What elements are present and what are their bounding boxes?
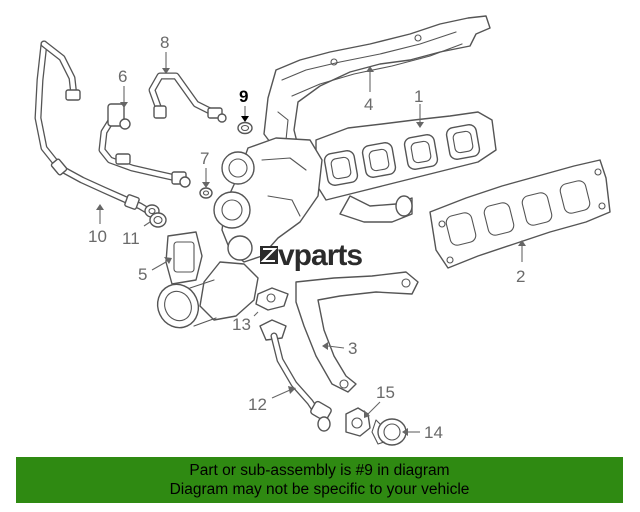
callout-5[interactable]: 5	[138, 265, 147, 284]
callout-2[interactable]: 2	[516, 267, 525, 286]
callout-1[interactable]: 1	[414, 87, 423, 106]
part-1-exhaust-manifold	[315, 111, 497, 223]
watermark-text: vparts	[278, 239, 362, 272]
turbocharger-body	[156, 137, 323, 329]
part-2-manifold-gasket	[429, 159, 611, 269]
callout-7[interactable]: 7	[200, 149, 209, 168]
callout-4[interactable]: 4	[364, 95, 373, 114]
part-7-washer	[199, 187, 213, 199]
callout-labels: 1 2 3 4 5 6 7 8 9 10 11 12 13 14 15	[88, 33, 525, 442]
part-6-tube-with-bracket	[98, 103, 191, 188]
leader-lines	[96, 52, 526, 436]
banner-line-disclaimer: Diagram may not be specific to your vehi…	[169, 481, 470, 498]
part-12-return-pipe	[259, 319, 332, 432]
part-4-heat-shield	[263, 15, 491, 151]
banner-line-part: Part or sub-assembly is #9 in diagram	[189, 462, 450, 479]
part-14-sleeve	[371, 418, 407, 446]
callout-12[interactable]: 12	[248, 395, 267, 414]
callout-13[interactable]: 13	[232, 315, 251, 334]
callout-8[interactable]: 8	[160, 33, 169, 52]
part-15-clamp	[345, 407, 371, 437]
part-9-washer	[237, 121, 253, 135]
callout-14[interactable]: 14	[424, 423, 443, 442]
part-8-oil-line	[148, 72, 227, 123]
part-11-seal-ring	[149, 212, 167, 228]
watermark-logo: vparts	[260, 239, 363, 272]
callout-9-highlighted[interactable]: 9	[239, 87, 248, 106]
callout-6[interactable]: 6	[118, 67, 127, 86]
info-banner: Part or sub-assembly is #9 in diagram Di…	[16, 457, 623, 503]
callout-10[interactable]: 10	[88, 227, 107, 246]
part-13-gasket	[255, 287, 289, 311]
callout-11[interactable]: 11	[122, 229, 140, 248]
callout-15[interactable]: 15	[376, 383, 395, 402]
callout-3[interactable]: 3	[348, 339, 357, 358]
part-10-coolant-line	[34, 40, 160, 218]
part-3-support-bracket	[295, 271, 419, 393]
parts-diagram: vparts 1 2 3 4 5	[34, 15, 611, 446]
